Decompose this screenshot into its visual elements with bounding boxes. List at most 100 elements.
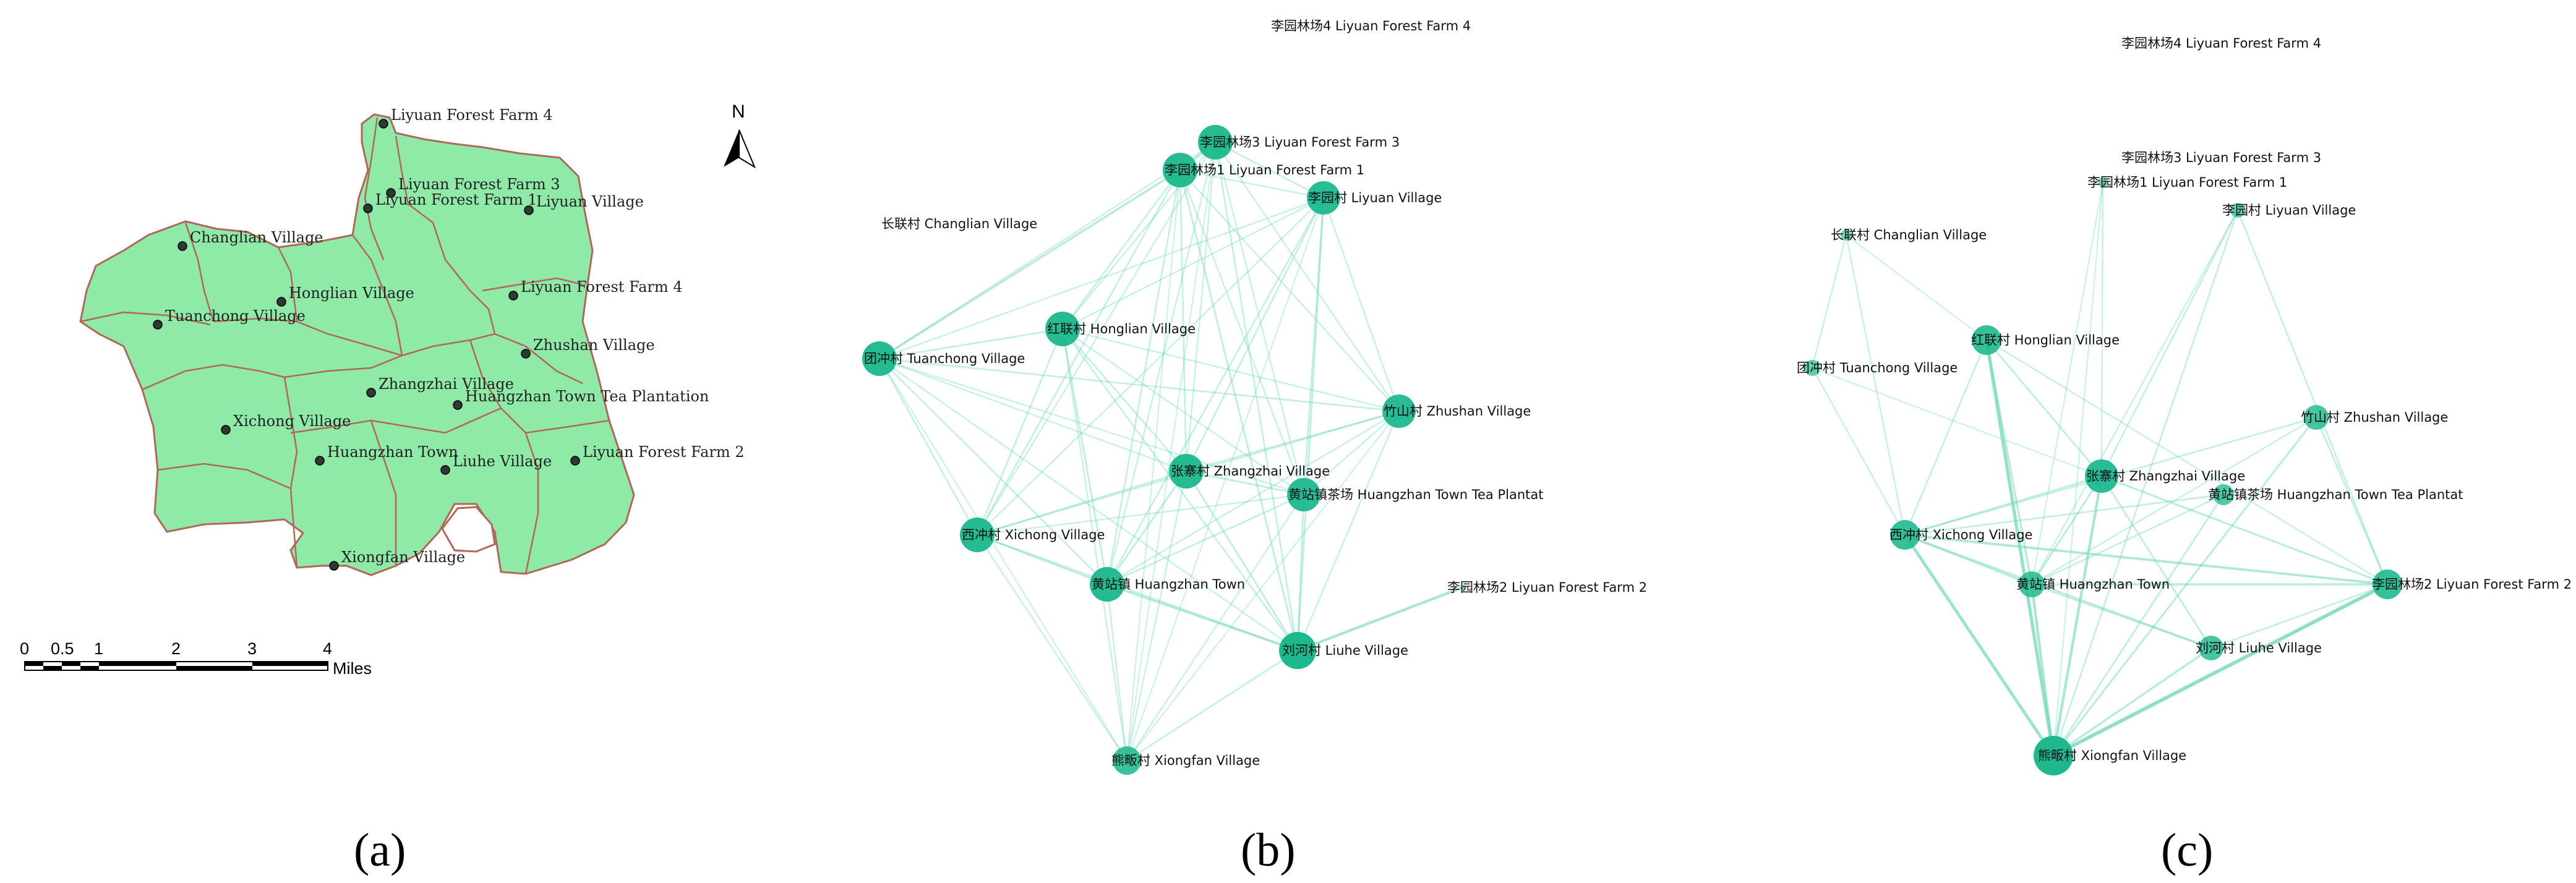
map-label-lf2: Liyuan Forest Farm 2 [583,443,745,461]
net-b-edge-htp-xc [976,493,1305,536]
county-map-shape [79,113,635,576]
north-arrow-icon: N [724,101,756,169]
net-b-edge-htp-xf [1126,493,1305,762]
net-c-edge-xc-lh [1904,534,2212,649]
net-c-edge-zz-ht [2030,475,2103,586]
map-label-zz: Zhangzhai Village [379,375,514,393]
net-b-node-ly [1307,181,1340,215]
net-c-edge-hl-zz [1985,339,2103,477]
net-b-label-lf2: 李园林场2 Liyuan Forest Farm 2 [1447,580,1647,595]
map-label-xc: Xichong Village [233,412,351,430]
net-b-edge-zs-zz [1185,410,1400,472]
net-b-edge-lf1-zs [1179,169,1400,412]
net-c-edge-xc-lf2 [1904,534,2389,586]
net-c-edge-zs-xf [2052,416,2317,757]
net-b-label-htp: 黄站镇茶场 Huangzhan Town Tea Plantat [1288,487,1543,502]
village-boundaries [80,117,610,574]
net-b-node-zs [1382,395,1416,428]
map-marker-cl [178,241,187,251]
net-b-edge-xc-xf [976,534,1128,762]
net-b-edge-zs-lh [1296,410,1400,652]
net-b-edge-lf3-xf [1126,141,1217,762]
net-b-edge-tc-lh [878,357,1299,652]
net-c-edge-lf1-zz [2100,181,2104,477]
net-b-edge-hl-ht [1061,328,1108,586]
network-c-edges [1811,181,2389,757]
map-label-ly: Liyuan Village [536,193,644,210]
net-b-edge-xc-ht [976,534,1108,586]
panel-label-b: (b) [1241,824,1296,876]
net-b-label-xf: 熊畈村 Xiongfan Village [1111,753,1260,768]
net-b-edge-ht-lh [1106,583,1299,652]
net-b-edge-tc-zs [878,357,1400,412]
net-c-node-xf [2034,736,2073,775]
net-b-node-lf2 [1460,585,1465,590]
scale-bar: 0 0.5 1 2 3 4 Miles [20,639,372,678]
net-c-label-lf2: 李园林场2 Liyuan Forest Farm 2 [2372,577,2572,592]
net-c-node-lh [2199,636,2223,660]
net-b-label-ht: 黄站镇 Huangzhan Town [1092,577,1245,592]
net-c-edge-cl-tc [1811,234,1847,369]
net-c-node-tc [1804,360,1820,376]
net-c-edge-zz-xf [2052,474,2103,757]
scale-tick-2: 2 [171,639,181,658]
net-c-label-hl: 红联村 Honglian Village [1971,333,2120,348]
network-b-edges [878,141,1465,762]
net-b-edge-hl-tc [878,328,1064,360]
net-c-edge-xc-xf [1903,533,2055,757]
net-b-node-tc [862,341,897,376]
net-c-edge-cl-xc [1845,234,1906,536]
map-marker-lf3 [386,188,396,198]
net-c-edge-zz-lf2 [2100,475,2389,586]
net-b-edge-lf1-ht [1106,169,1181,586]
net-b-edge-lf3-ht [1106,141,1217,586]
net-b-edge-zs-xf [1126,410,1400,762]
net-c-edge-ly-zz [2100,209,2239,477]
net-b-edge-hl-xc [976,328,1064,536]
net-b-node-xc [960,518,995,552]
scale-tick-4: 4 [323,639,332,658]
net-c-edge-tc-zz [1811,367,2103,477]
net-b-edge-ht-xf [1106,583,1128,762]
net-c-label-xf: 熊畈村 Xiongfan Village [2038,748,2186,763]
net-b-edge-lh-lf2 [1296,586,1465,652]
net-b-edge-lf3-tc [878,141,1217,360]
net-c-node-zz [2085,459,2118,493]
net-c-edge-lf1-ht [2030,181,2104,586]
net-b-edge-zs-htp [1303,410,1400,496]
net-c-node-cl [1841,229,1852,241]
map-label-tc: Tuanchong Village [165,307,306,325]
net-b-edge-lf1-zz [1179,169,1187,472]
net-c-node-ht [2019,571,2045,597]
net-b-edge-ly-zs [1322,197,1400,412]
net-c-edge-lf1-xf [2052,181,2104,757]
net-b-node-hl [1045,312,1080,346]
net-b-edge-lf1-ly [1179,169,1325,199]
net-c-label-cl: 长联村 Changlian Village [1831,228,1987,242]
net-c-node-lf2 [2373,569,2402,599]
net-b-edge-lh-xf [1126,649,1299,762]
net-b-edge-lf1-htp [1179,169,1305,496]
net-c-edge-zz-lh [2100,475,2212,649]
scale-unit: Miles [333,659,372,678]
net-b-edge-ly-htp [1303,197,1325,496]
net-b-edge-zz-xf [1126,470,1187,762]
scale-tick-3: 3 [247,639,257,658]
map-marker-zz [366,388,376,398]
panel-label-c: (c) [2161,824,2213,876]
map-marker-xf [329,561,339,571]
map-label-lf1: Liyuan Forest Farm 1 [375,191,537,208]
map-marker-ly [524,205,534,215]
net-b-edge-zz-htp [1185,470,1305,496]
map-marker-lf2 [570,456,580,466]
net-c-edge-hl-ht [1985,339,2033,586]
net-b-edge-zz-xc [976,470,1187,536]
net-b-label-xc: 西冲村 Xichong Village [962,527,1105,542]
net-b-edge-hl-zs [1061,328,1400,412]
net-b-edge-hl-lh [1061,328,1299,652]
net-b-node-lh [1279,632,1316,669]
net-b-label-cl: 长联村 Changlian Village [881,216,1037,231]
map-marker-ht [315,456,325,466]
